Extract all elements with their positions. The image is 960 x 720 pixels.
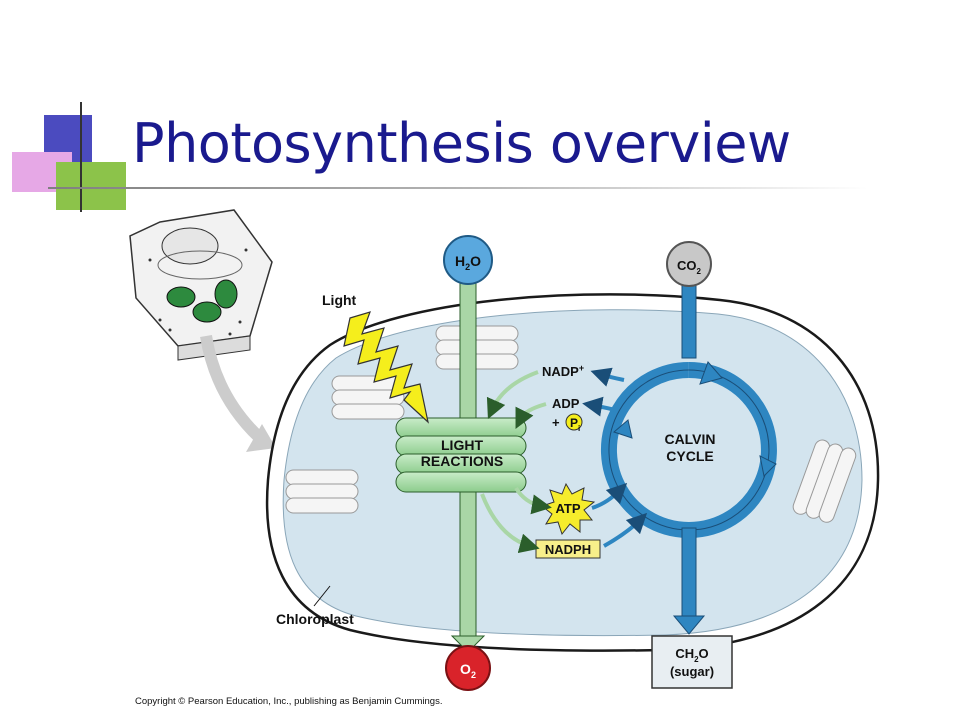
thylakoid-stack-top xyxy=(435,325,519,370)
thylakoid-stack-bottom-left xyxy=(285,469,359,514)
calvin-cycle-label-line1: CALVIN xyxy=(664,431,715,447)
thylakoid-stack-left xyxy=(331,375,405,420)
pi-circle xyxy=(565,413,583,431)
ch2o-label-main: CH xyxy=(675,646,694,661)
o2-output: O2 xyxy=(445,645,491,691)
chloroplast-cluster xyxy=(166,279,238,323)
h2o-label-sub: 2 xyxy=(465,262,470,272)
adp-release-arrow xyxy=(582,396,617,417)
atp-label: ATP xyxy=(555,501,580,516)
co2-label-sub: 2 xyxy=(697,267,702,276)
nadph-label: NADPH xyxy=(545,542,591,557)
oxygen-flow-arrow-lower xyxy=(459,491,477,641)
o2-label-sub: 2 xyxy=(471,670,476,680)
light-bolt-icon xyxy=(343,311,429,424)
light-reactions-stack: LIGHT REACTIONS xyxy=(395,417,527,493)
o2-label-main: O xyxy=(460,661,471,677)
chloroplast-label: Chloroplast xyxy=(276,611,354,627)
svg-text:CH2O: CH2O xyxy=(675,646,708,664)
ch2o-label-sub: 2 xyxy=(694,655,699,664)
adp-label: ADP xyxy=(552,396,580,411)
light-reactions-label-line2: REACTIONS xyxy=(421,453,503,469)
svg-text:O2: O2 xyxy=(460,661,476,680)
deco-line-vertical xyxy=(80,102,82,212)
sugar-flow-arrow xyxy=(681,527,697,619)
calvin-cycle-label-line2: CYCLE xyxy=(666,448,713,464)
calvin-arrow-left xyxy=(613,419,633,439)
copyright-notice: Copyright © Pearson Education, Inc., pub… xyxy=(135,696,443,707)
slide-title: Photosynthesis overview xyxy=(132,112,791,175)
zoom-arrow xyxy=(200,335,267,445)
ch2o-label-tail: O xyxy=(699,646,709,661)
h2o-input: H2O xyxy=(443,235,493,285)
chloroplast-inner-membrane xyxy=(282,309,863,637)
pi-plus-label: + xyxy=(552,415,560,430)
nadph-consume-arrow xyxy=(603,512,648,548)
oxygen-flow-arrowhead xyxy=(450,635,486,653)
svg-text:NADP+: NADP+ xyxy=(542,363,584,379)
calvin-arrow-right xyxy=(759,455,777,478)
co2-input: CO2 xyxy=(666,241,712,287)
co2-flow-arrow xyxy=(681,281,697,359)
nadp-return-arrow xyxy=(486,370,539,420)
co2-label-main: CO xyxy=(677,258,697,273)
light-label: Light xyxy=(322,292,357,308)
deco-square-green xyxy=(56,162,126,210)
title-divider xyxy=(48,187,868,189)
adp-return-arrow xyxy=(515,402,547,429)
thylakoid-stack-right xyxy=(792,439,857,523)
nadph-box: NADPH xyxy=(535,539,601,559)
sugar-flow-arrowhead xyxy=(672,615,706,635)
plant-cell-illustration xyxy=(129,209,273,361)
chloroplast-label-leader xyxy=(313,585,331,607)
water-flow-arrow-upper xyxy=(459,271,477,423)
svg-text:Pi: Pi xyxy=(570,416,580,433)
nadph-production-arrow xyxy=(480,493,540,554)
pi-label-sub: i xyxy=(578,424,580,433)
atp-production-arrow xyxy=(514,486,552,515)
nadp-label: NADP xyxy=(542,364,579,379)
h2o-label-tail: O xyxy=(470,253,481,269)
svg-text:H2O: H2O xyxy=(455,253,481,272)
h2o-label-main: H xyxy=(455,253,465,269)
pi-label-main: P xyxy=(570,416,578,430)
nadp-label-sup: + xyxy=(579,363,584,373)
light-reactions-label-line1: LIGHT xyxy=(441,437,483,453)
zoom-arrow-head xyxy=(246,424,276,452)
atp-burst: ATP xyxy=(540,482,596,536)
sugar-output: CH2O (sugar) xyxy=(651,635,733,689)
svg-text:CO2: CO2 xyxy=(677,258,702,276)
nadp-release-arrow xyxy=(590,367,625,387)
ch2o-label-sugar: (sugar) xyxy=(670,664,714,679)
atp-consume-arrow xyxy=(591,482,628,510)
calvin-arrow-top xyxy=(699,361,723,385)
